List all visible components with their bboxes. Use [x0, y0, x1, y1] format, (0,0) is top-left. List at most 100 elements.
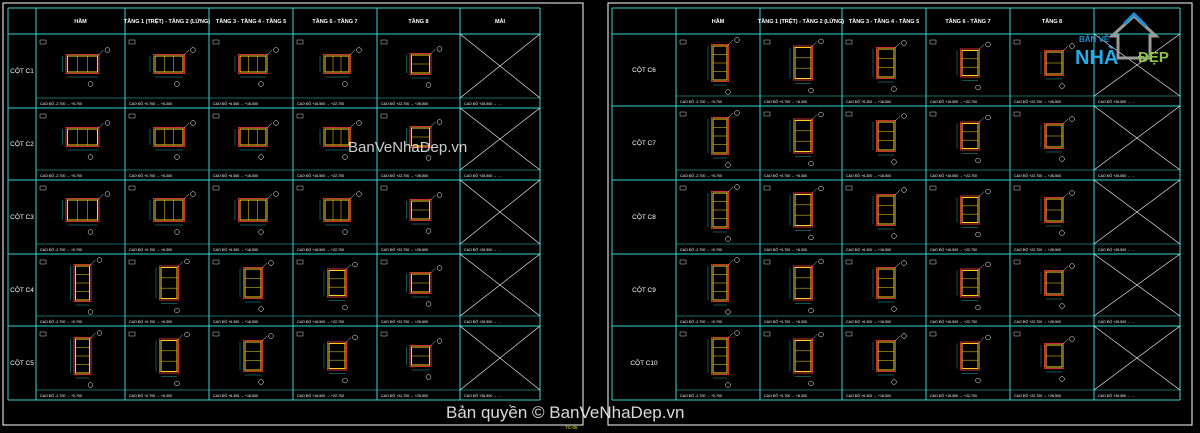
leader-line — [344, 264, 352, 271]
logo-left-text: NHÀ — [1075, 46, 1118, 69]
section-tag — [380, 259, 388, 265]
concrete-outline — [243, 267, 263, 299]
callout-bubble — [725, 309, 731, 315]
elevation-text: CAO ĐỘ +22.700 → +26.500 — [1014, 173, 1061, 178]
stirrup — [794, 120, 812, 152]
column-section — [763, 331, 824, 387]
section-tag — [212, 39, 220, 45]
leader-line — [726, 332, 734, 340]
column-section — [929, 111, 991, 164]
empty-cell-cross — [1093, 179, 1181, 245]
callout-bubble — [818, 258, 824, 265]
row-label: CỘT C4 — [10, 285, 34, 294]
elevation-text: CAO ĐỘ +0.700 → +6.300 — [764, 319, 807, 324]
elevation-text: CAO ĐỘ +16.500 → +22.700 — [297, 393, 344, 398]
callout-bubble — [975, 157, 981, 164]
callout-bubble — [725, 382, 731, 388]
callout-bubble — [87, 309, 94, 315]
elevation-text: CAO ĐỘ +22.700 → +26.500 — [381, 319, 428, 324]
section-tag — [679, 259, 687, 265]
leader-line — [1061, 338, 1069, 346]
leader-line — [977, 117, 985, 124]
concrete-outline — [711, 44, 729, 82]
callout-bubble — [734, 184, 740, 190]
callout-bubble — [734, 257, 740, 263]
callout-bubble — [190, 120, 196, 126]
column-section — [128, 258, 190, 314]
elevation-text: CAO ĐỘ -2.700 → +0.700 — [40, 319, 82, 324]
row-label: CỘT C5 — [10, 358, 34, 367]
section-tag — [380, 39, 388, 45]
elevation-text: CAO ĐỘ +0.700 → +6.300 — [129, 101, 172, 106]
callout-bubble — [901, 113, 907, 119]
callout-bubble — [96, 257, 103, 263]
callout-bubble — [174, 81, 180, 87]
roof-accent-icon — [1122, 11, 1148, 28]
leader-line — [726, 39, 734, 47]
elevation-text: CAO ĐỘ +16.500 → +22.700 — [297, 173, 344, 178]
column-section — [845, 259, 907, 312]
concrete-outline — [711, 117, 729, 155]
leader-line — [1061, 265, 1069, 273]
row-label: CỘT C6 — [632, 65, 656, 74]
callout-bubble — [190, 47, 196, 53]
elevation-text: CAO ĐỘ +0.700 → +6.300 — [129, 173, 172, 178]
stirrup — [877, 195, 895, 225]
column-header: TẦNG 8 — [1042, 18, 1062, 25]
stirrup — [794, 47, 812, 79]
site-logo: BẢN VẼ NHÀ ĐẸP — [1075, 11, 1169, 69]
leader-line — [429, 267, 436, 275]
concrete-outline — [409, 126, 432, 148]
concrete-outline — [243, 340, 263, 372]
callout-bubble — [87, 229, 94, 235]
concrete-outline — [793, 45, 813, 81]
stirrup — [961, 50, 979, 76]
section-tag — [845, 331, 853, 337]
callout-bubble — [268, 333, 274, 339]
concrete-outline — [876, 47, 896, 79]
callout-bubble — [808, 87, 814, 94]
elevation-text: CAO ĐỘ +6.300 → +16.500 — [213, 101, 258, 106]
column-header: TẦNG 6 - TẦNG 7 — [312, 18, 357, 25]
callout-bubble — [1059, 303, 1065, 309]
leader-line — [726, 259, 734, 267]
elevation-text: CAO ĐỘ -2.700 → +0.700 — [680, 173, 722, 178]
empty-cell-cross — [459, 179, 541, 245]
concrete-outline — [65, 127, 100, 147]
stirrup — [961, 343, 979, 369]
column-header: TẦNG 6 - TẦNG 7 — [945, 18, 990, 25]
leader-line — [429, 48, 436, 56]
column-section — [296, 331, 358, 384]
section-tag — [39, 113, 47, 119]
section-tag — [39, 331, 47, 337]
concrete-outline — [159, 338, 179, 374]
callout-bubble — [268, 260, 274, 266]
elevation-text: CAO ĐỘ +6.300 → +16.500 — [846, 393, 891, 398]
leader-line — [348, 122, 356, 130]
column-header: TẦNG 8 — [408, 18, 428, 25]
leader-line — [265, 49, 273, 57]
stirrup — [244, 341, 262, 371]
concrete-outline — [960, 195, 980, 225]
section-tag — [128, 185, 136, 191]
column-section — [1013, 185, 1075, 236]
watermark-center: BanVeNhaDep.vn — [348, 139, 467, 156]
elevation-text: CAO ĐỘ +16.500 → +22.700 — [297, 319, 344, 324]
section-tag — [128, 113, 136, 119]
concrete-outline — [960, 268, 980, 298]
callout-bubble — [356, 47, 362, 53]
callout-bubble — [891, 159, 897, 165]
elevation-text: CAO ĐỘ +26.500 → ... — [464, 173, 501, 178]
column-section — [929, 259, 991, 311]
concrete-outline — [711, 191, 729, 229]
elevation-text: CAO ĐỘ +6.300 → +16.500 — [213, 173, 258, 178]
callout-bubble — [96, 330, 103, 336]
section-tag — [296, 113, 304, 119]
elevation-text: CAO ĐỘ +0.700 → +6.300 — [764, 393, 807, 398]
concrete-outline — [876, 267, 896, 299]
elevation-text: CAO ĐỘ +0.700 → +6.300 — [764, 99, 807, 104]
callout-bubble — [901, 40, 907, 46]
row-label: CỘT C8 — [632, 212, 656, 221]
callout-bubble — [104, 120, 111, 126]
